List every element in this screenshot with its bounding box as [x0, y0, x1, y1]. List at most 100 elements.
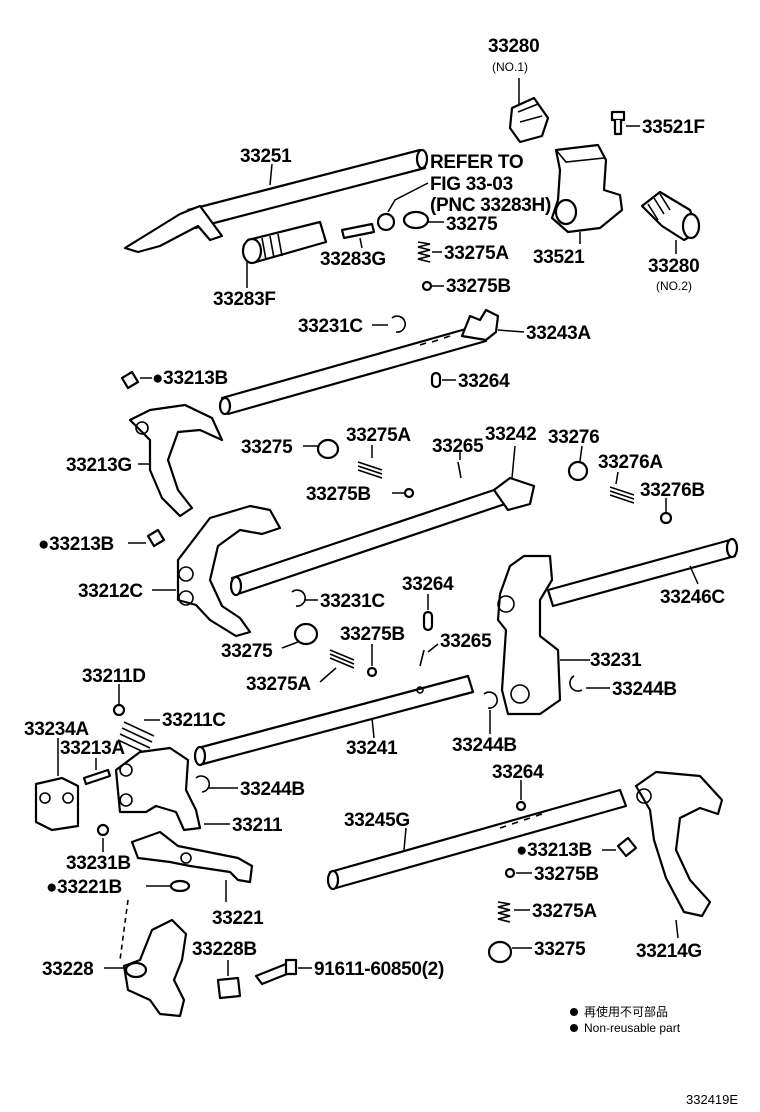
clip-33244B-right	[569, 675, 610, 692]
bolt-33213B-mid	[128, 528, 166, 548]
switch-33280-no1	[508, 78, 550, 144]
bushing-33228B	[216, 960, 242, 1000]
pin-33265-low	[419, 643, 439, 667]
pin-33283G	[340, 222, 376, 249]
label-91611-60850: 91611-60850(2)	[314, 959, 444, 980]
lever-33221	[130, 830, 254, 902]
label-33241: 33241	[346, 738, 398, 759]
label-33264-low: 33264	[492, 762, 544, 783]
label-33265-low: 33265	[440, 631, 492, 652]
label-33244B-right: 33244B	[612, 679, 677, 700]
reference-note-line1: REFER TO	[430, 152, 523, 173]
label-33231C-top: 33231C	[298, 316, 363, 337]
label-33275B-low: 33275B	[340, 624, 405, 645]
ball-33275-top	[376, 210, 444, 232]
shift-fork-33212C	[152, 504, 282, 638]
shift-shaft-33241	[193, 674, 475, 767]
reference-note-line3: (PNC 33283H)	[430, 195, 551, 216]
label-33521: 33521	[533, 247, 585, 268]
shift-head-33231	[496, 554, 590, 716]
spring-33276A	[609, 471, 635, 504]
label-33280-no2: 33280	[648, 256, 699, 277]
label-33265-top: 33265	[432, 436, 484, 457]
label-33244B-center: 33244B	[452, 735, 517, 756]
lever-33228	[104, 899, 188, 1018]
pin-33265-top	[457, 452, 462, 479]
label-33213G: 33213G	[66, 455, 132, 476]
label-33275B-mid: 33275B	[306, 484, 371, 505]
label-33234A: 33234A	[24, 719, 89, 740]
label-33276B: 33276B	[640, 480, 705, 501]
legend-bullet-1	[570, 1008, 578, 1016]
label-33280-no1: 33280	[488, 36, 539, 57]
label-33242: 33242	[485, 424, 536, 445]
label-33275-mid: 33275	[241, 437, 293, 458]
legend-bullet-2	[570, 1024, 578, 1032]
label-33244B-mid: 33244B	[240, 779, 305, 800]
bolt-33521F	[610, 110, 640, 136]
ball-33275-right	[487, 940, 532, 964]
ball-33275B-top	[421, 280, 444, 292]
label-33264-top: 33264	[458, 371, 510, 392]
label-33231: 33231	[590, 650, 642, 671]
clip-33244B-center	[483, 691, 498, 734]
legend-line-1: 再使用不可部品	[584, 1004, 668, 1019]
label-33521F: 33521F	[642, 117, 705, 138]
shift-shaft-33243A	[218, 308, 525, 416]
shift-shaft-33246C	[546, 537, 739, 608]
ball-33275-mid	[303, 438, 340, 460]
pin-33264-low	[515, 780, 527, 812]
label-33280-no1-sub: (NO.1)	[492, 60, 528, 74]
pin-33213A	[82, 758, 112, 786]
clip-33231C-mid	[291, 589, 318, 607]
clip-33244B-mid	[195, 775, 238, 793]
label-33211: 33211	[232, 815, 283, 836]
ball-33276B	[659, 498, 673, 525]
label-33214G: 33214G	[636, 941, 702, 962]
plug-33283F	[241, 220, 328, 288]
label-33283G: 33283G	[320, 249, 386, 270]
spring-33275A-low	[319, 649, 355, 683]
label-33228: 33228	[42, 959, 93, 980]
bolt-33213B-top	[120, 370, 152, 390]
clip-33221B	[146, 879, 191, 893]
shift-shaft-33242	[229, 445, 536, 597]
label-33264-mid: 33264	[402, 574, 454, 595]
legend-line-2: Non-reusable part	[584, 1021, 681, 1035]
ball-33275B-mid	[392, 487, 415, 499]
ball-33275-low	[281, 622, 319, 649]
pin-33264-top	[430, 371, 456, 389]
label-33275-top: 33275	[446, 214, 498, 235]
bolt-91611-60850	[254, 958, 312, 986]
label-33221B: ●33221B	[46, 877, 122, 898]
reference-note-line2: FIG 33-03	[430, 174, 513, 195]
shift-rod-33251	[123, 148, 429, 254]
label-33221: 33221	[212, 908, 264, 929]
label-33275A-low: 33275A	[246, 674, 311, 695]
label-33251: 33251	[240, 146, 292, 167]
label-33275-low: 33275	[221, 641, 273, 662]
lever-33211	[114, 746, 230, 832]
label-33231B: 33231B	[66, 853, 131, 874]
label-33231C-mid: 33231C	[320, 591, 385, 612]
switch-33280-no2	[640, 190, 701, 254]
label-33275B-top: 33275B	[446, 276, 511, 297]
spring-33275A-mid	[357, 445, 383, 479]
legend: 再使用不可部品 Non-reusable part	[570, 1004, 681, 1035]
label-33275B-right: 33275B	[534, 864, 599, 885]
ball-33276	[567, 445, 589, 482]
reference-leader	[387, 182, 429, 213]
label-33275A-mid: 33275A	[346, 425, 411, 446]
label-33275-right: 33275	[534, 939, 586, 960]
label-33243A: 33243A	[526, 323, 591, 344]
label-33213B-mid: ●33213B	[38, 534, 114, 555]
housing-33521	[550, 143, 624, 244]
pin-33264-mid	[422, 594, 434, 632]
label-33283F: 33283F	[213, 289, 276, 310]
figure-code: 332419E	[686, 1092, 738, 1107]
label-33213B-top: ●33213B	[152, 368, 228, 389]
ball-33275B-low	[366, 644, 378, 678]
spring-33211C	[117, 719, 160, 755]
label-33276A: 33276A	[598, 452, 663, 473]
ball-33211D	[112, 684, 126, 717]
